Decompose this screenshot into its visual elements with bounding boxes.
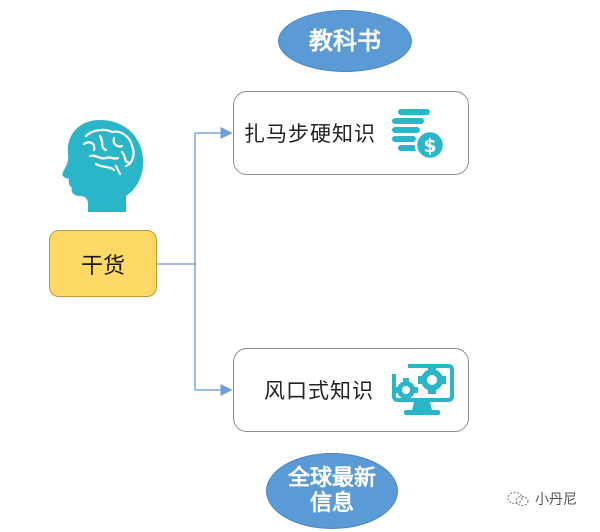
branch-card-trend-knowledge: 风口式知识 xyxy=(233,348,469,432)
tag-latest-info: 全球最新 信息 xyxy=(266,453,398,529)
head-brain-icon xyxy=(60,118,150,213)
coins-dollar-icon: $ xyxy=(388,105,446,161)
tag-latest-info-line1: 全球最新 xyxy=(287,464,376,491)
watermark: 小丹尼 xyxy=(507,489,577,509)
svg-text:$: $ xyxy=(423,135,436,157)
branch-label-hard-knowledge: 扎马步硬知识 xyxy=(244,122,376,146)
wechat-icon xyxy=(507,491,529,507)
tag-latest-info-line2: 信息 xyxy=(309,490,354,516)
tag-textbook: 教科书 xyxy=(278,10,412,72)
monitor-gears-icon xyxy=(390,362,454,418)
branch-card-hard-knowledge: 扎马步硬知识 $ xyxy=(233,91,469,175)
branch-label-trend-knowledge: 风口式知识 xyxy=(264,379,374,403)
watermark-label: 小丹尼 xyxy=(535,492,577,508)
root-node: 干货 xyxy=(49,230,157,297)
root-label: 干货 xyxy=(80,253,125,279)
tag-textbook-label: 教科书 xyxy=(309,26,381,56)
